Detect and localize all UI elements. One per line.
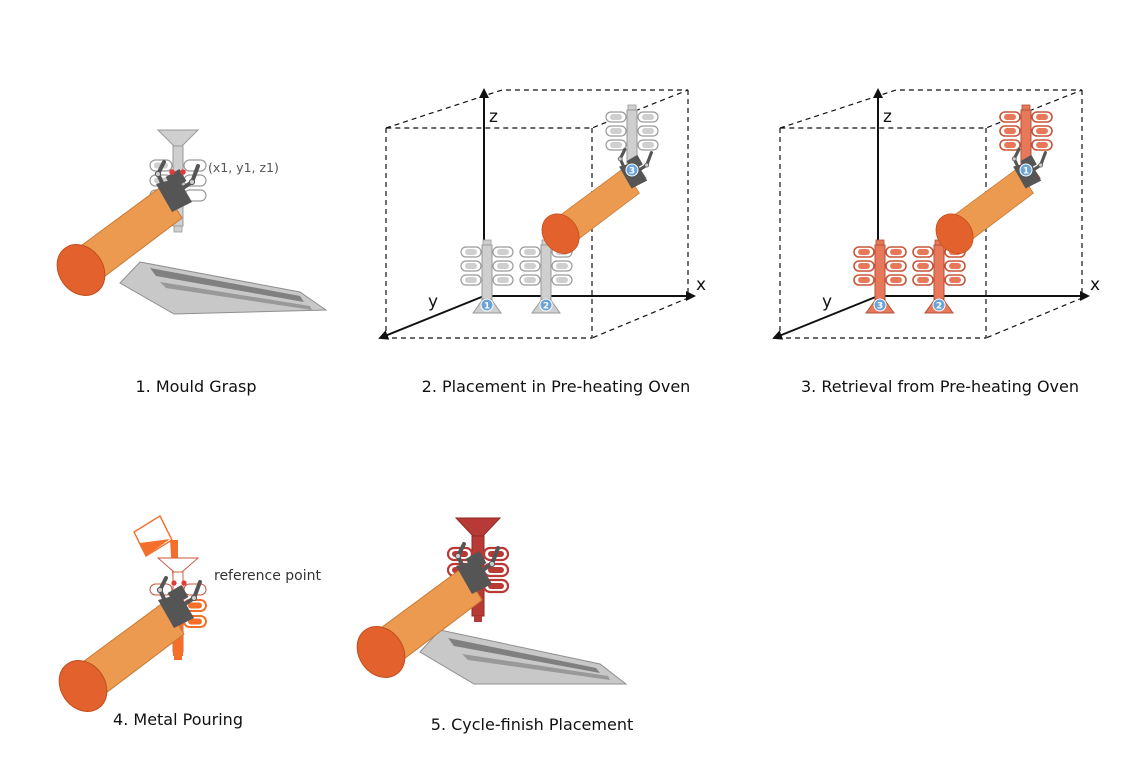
position-badge [1019, 163, 1033, 177]
grasp-coordinate-label: (x1, y1, z1) [208, 160, 279, 175]
grasp-marker [180, 169, 186, 175]
caption-step-4: 4. Metal Pouring [113, 710, 243, 729]
position-badge-label: 1 [484, 302, 490, 312]
y-axis-label: y [428, 292, 438, 312]
position-badge [480, 298, 494, 312]
position-badge [873, 298, 887, 312]
reference-marker [171, 580, 177, 586]
caption-step-3: 3. Retrieval from Pre-heating Oven [801, 377, 1079, 396]
x-axis-label: x [1090, 275, 1100, 295]
reference-marker [181, 580, 187, 586]
z-axis-label: z [883, 107, 892, 127]
position-badge [539, 298, 553, 312]
panel-cycle-finish [346, 517, 628, 688]
position-badge-label: 1 [1023, 167, 1029, 177]
caption-step-5: 5. Cycle-finish Placement [431, 715, 633, 734]
position-badge-label: 3 [877, 302, 883, 312]
grasp-marker [169, 169, 175, 175]
z-axis-label: z [489, 107, 498, 127]
panel-mould-grasp: (x1, y1, z1) [46, 129, 328, 315]
y-axis-label: y [822, 292, 832, 312]
panel-placement-oven: z x y 1 2 3 [378, 88, 706, 340]
caption-step-1: 1. Mould Grasp [135, 377, 256, 396]
position-badge [625, 163, 639, 177]
position-badge-label: 2 [543, 302, 549, 312]
ladle [133, 515, 173, 557]
y-axis [772, 295, 879, 340]
reference-point-label: reference point [214, 568, 322, 584]
position-badge [932, 298, 946, 312]
caption-step-2: 2. Placement in Pre-heating Oven [422, 377, 691, 396]
panel-metal-pouring: reference point [48, 515, 322, 722]
x-axis-label: x [696, 275, 706, 295]
panel-retrieval-oven: z x y 3 2 1 [772, 88, 1100, 340]
position-badge-label: 3 [629, 167, 635, 177]
y-axis [378, 295, 485, 340]
position-badge-label: 2 [936, 302, 942, 312]
